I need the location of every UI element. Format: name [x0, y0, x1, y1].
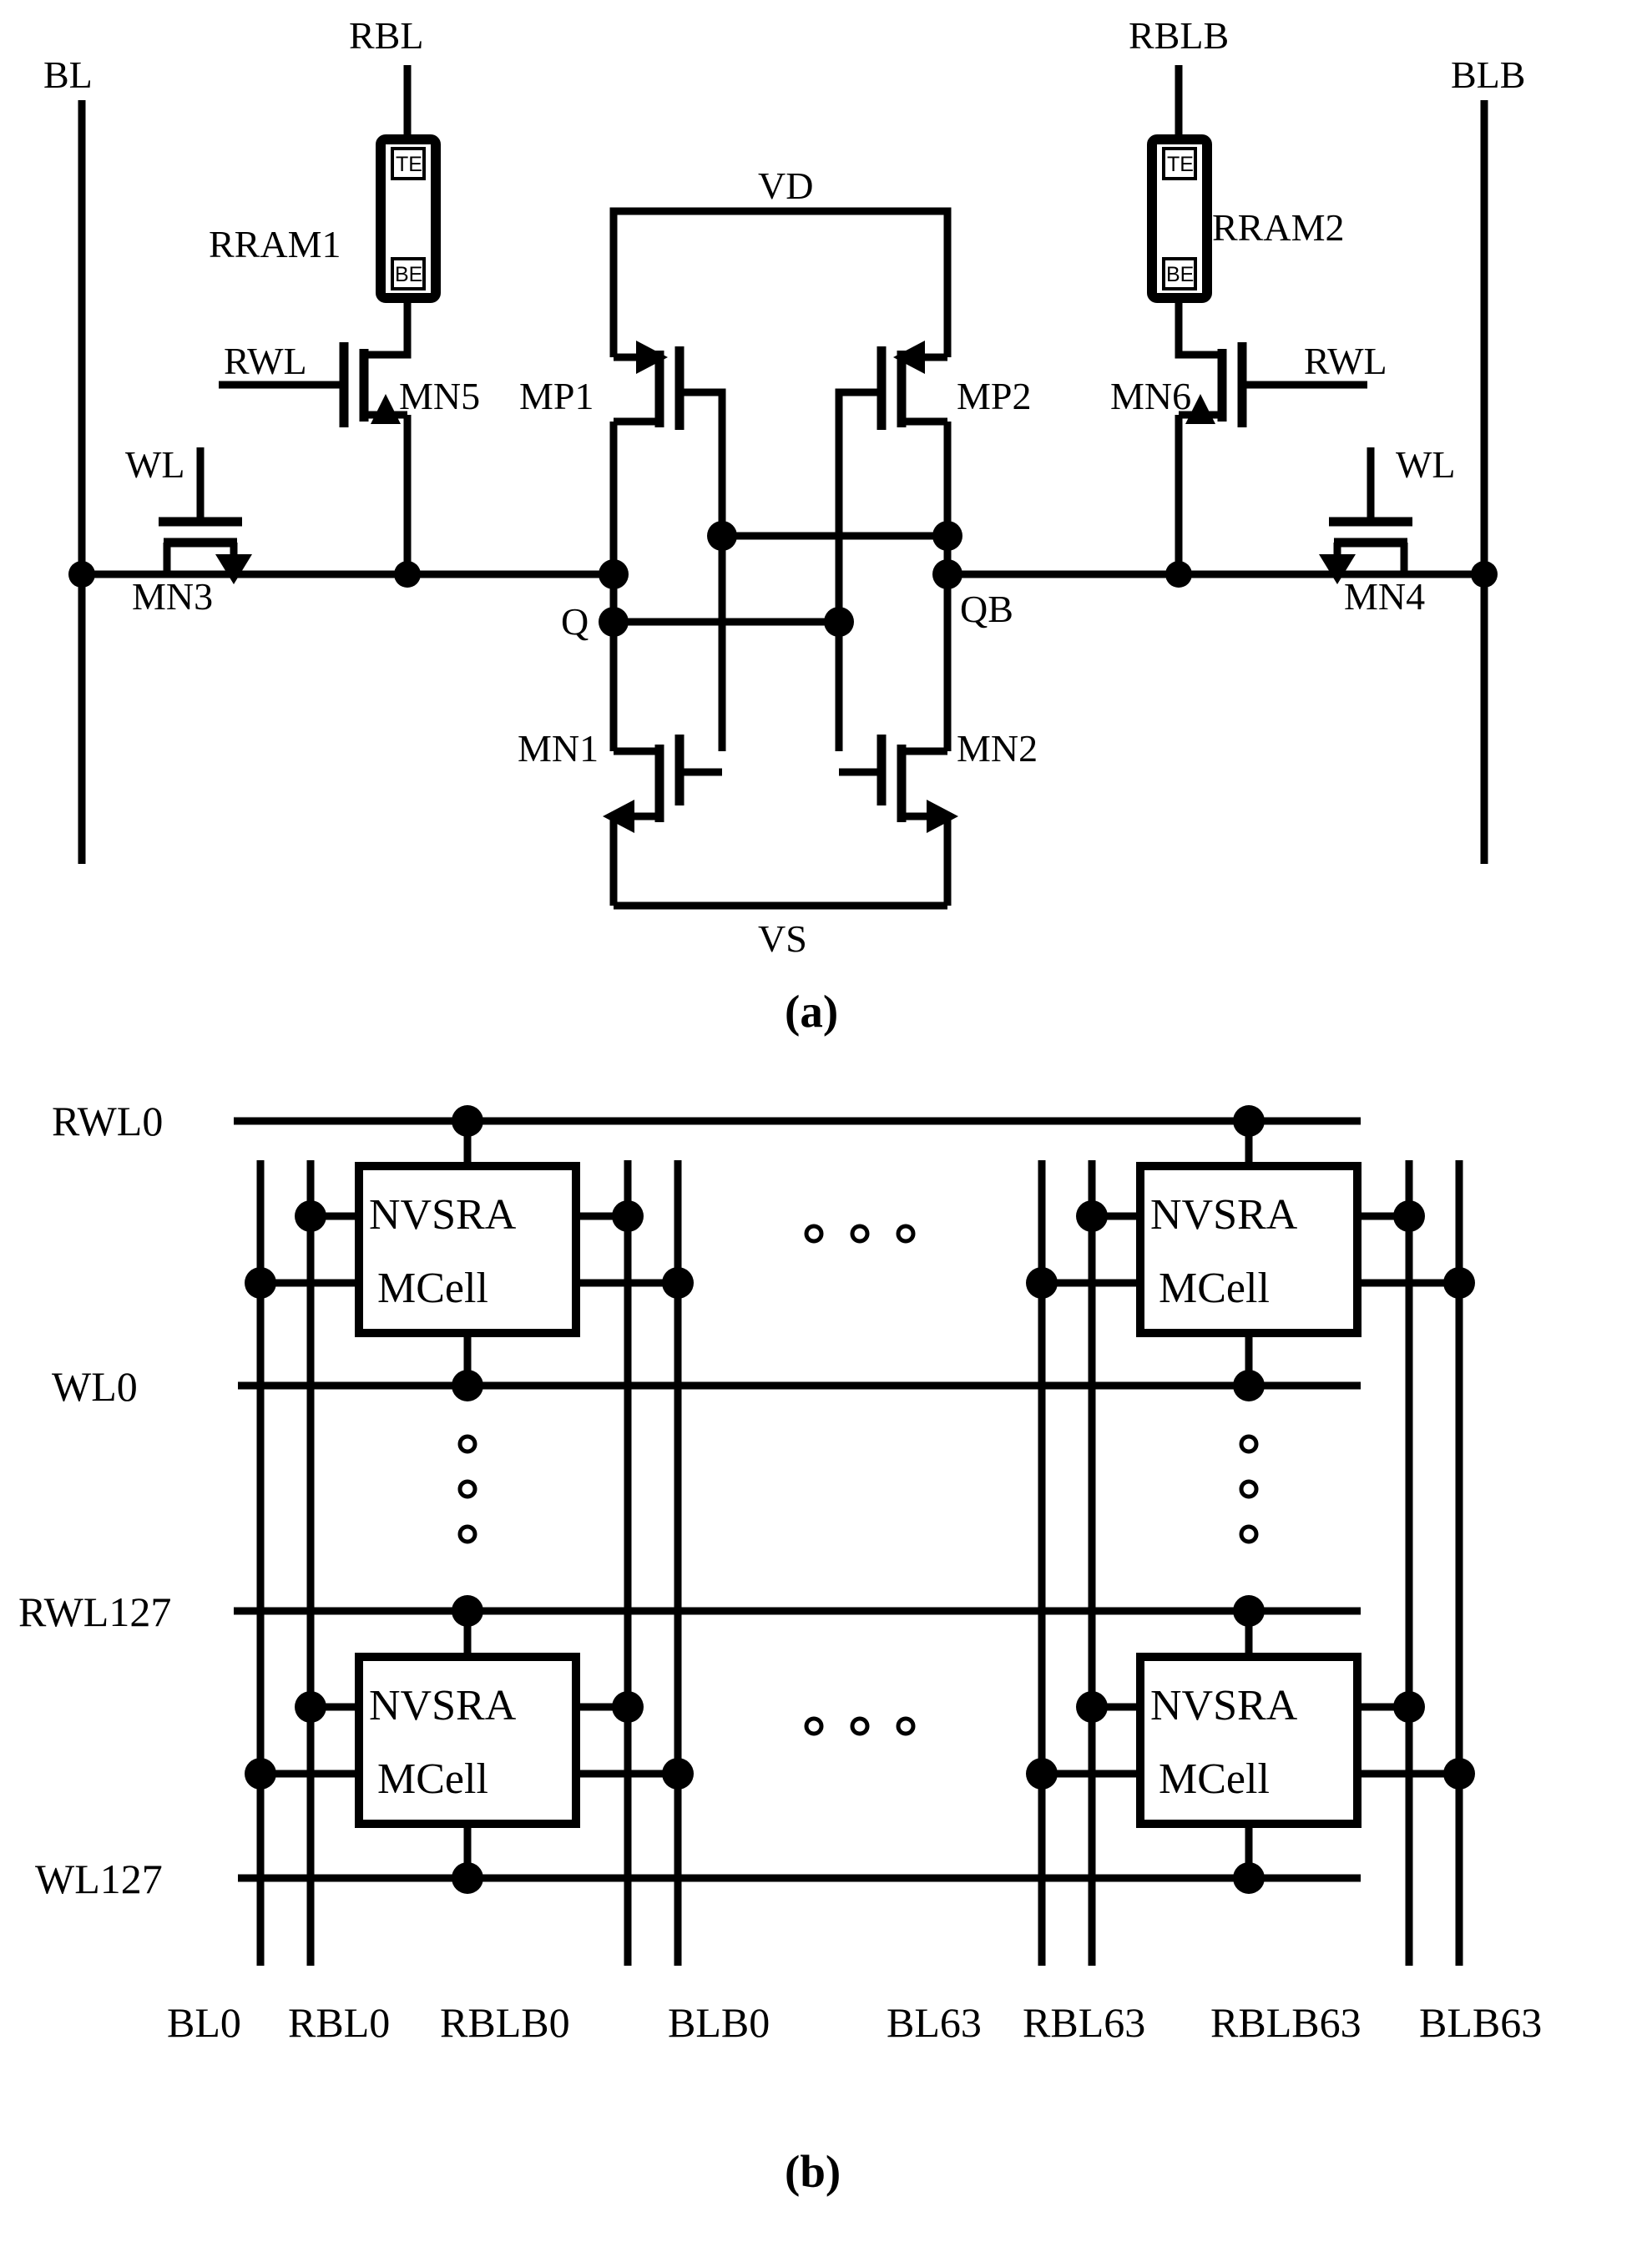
cell-r127c63-rbl-node: [1076, 1691, 1108, 1723]
mp2-gate-lead-wire: [835, 388, 882, 622]
mn1-label: MN1: [518, 727, 599, 770]
vs-label: VS: [758, 917, 807, 960]
mp1-label: MP1: [519, 375, 594, 417]
cell-r127c0-rblb-node: [612, 1691, 644, 1723]
cell-r0c63-rbl-node: [1076, 1200, 1108, 1232]
rram2-to-mn6-wire: [1175, 298, 1225, 359]
panel-a-caption: (a): [785, 986, 838, 1037]
rblb-label-2: RBLB: [1129, 14, 1229, 57]
cell-r127c0-rbl-node: [295, 1691, 326, 1723]
rbl-label: RBL: [349, 14, 423, 57]
cell-r0c63-label-line2: MCell: [1159, 1265, 1270, 1312]
rwl-left-label: RWL: [224, 340, 307, 382]
cell-r127c63-wl-node: [1233, 1862, 1265, 1894]
rram1-te-label: TE: [396, 153, 422, 176]
mn4-label: MN4: [1344, 575, 1425, 618]
rblb0-label: RBLB0: [440, 1999, 570, 2046]
cell-r127c63-rwl-node: [1233, 1595, 1265, 1627]
mn6-label: MN6: [1110, 375, 1191, 417]
mn3-label: MN3: [132, 575, 213, 618]
blb63-label: BLB63: [1419, 1999, 1542, 2046]
bl0-label: BL0: [167, 1999, 241, 2046]
rram1-to-mn5-wire: [361, 298, 412, 359]
col0-vertical-ellipsis: [457, 1434, 477, 1544]
cell-r0c0-label-line1: NVSRA: [369, 1191, 517, 1239]
cell-r0c0-rwl-node: [452, 1105, 483, 1137]
mn6-arrow-head: [1185, 394, 1215, 424]
mn4-arrow-head: [1319, 554, 1356, 584]
vd-label: VD: [758, 164, 813, 207]
cell-r0c63-wl-node: [1233, 1370, 1265, 1401]
cell-r127c0-label-line1: NVSRA: [369, 1682, 517, 1729]
rram2-be-box: [1162, 257, 1197, 290]
rwl127-label: RWL127: [18, 1588, 171, 1635]
mn3-arrow-head: [215, 554, 252, 584]
panel-a-schematic: BL BLB RBL TE BE RRAM1 RWL MN5: [43, 14, 1525, 1037]
cell-r127c0-bl-node: [245, 1758, 276, 1790]
mp2-label: MP2: [957, 375, 1031, 417]
col63-vertical-ellipsis: [1239, 1434, 1259, 1544]
bl-left-label: BL: [43, 53, 93, 96]
vd-rail-wire: [609, 207, 952, 255]
mn1-arrow-head: [603, 800, 634, 833]
mn5-label: MN5: [399, 375, 480, 417]
cell-r127c63-label-line2: MCell: [1159, 1755, 1270, 1803]
mn2-arrow-head: [927, 800, 958, 833]
bl63-label: BL63: [887, 1999, 982, 2046]
mp1-arrow-head: [636, 341, 668, 374]
rram1-be-label: BE: [395, 263, 422, 286]
row0-horizontal-ellipsis: [804, 1224, 916, 1244]
cell-r0c0-wl-node: [452, 1370, 483, 1401]
rram1-name-label: RRAM1: [209, 223, 341, 265]
mn2-label: MN2: [957, 727, 1038, 770]
wl127-label: WL127: [35, 1856, 163, 1902]
rblb63-label: RBLB63: [1210, 1999, 1362, 2046]
rram2-te-box: [1162, 147, 1197, 180]
wl0-label: WL0: [52, 1363, 138, 1410]
wl-right-label: WL: [1396, 443, 1456, 486]
cell-r127c63-rblb-node: [1393, 1691, 1425, 1723]
mp1-gate-lead-wire: [679, 388, 726, 574]
wl-left-label: WL: [125, 443, 185, 486]
cell-r127c63-bl-node: [1026, 1758, 1058, 1790]
bl-right-label: BLB: [1451, 53, 1525, 96]
rbl0-label: RBL0: [288, 1999, 390, 2046]
cell-r127c0-label-line2: MCell: [377, 1755, 488, 1803]
panel-b-caption: (b): [785, 2146, 841, 2197]
cell-r0c0-rblb-node: [612, 1200, 644, 1232]
cell-r127c0-wl-node: [452, 1862, 483, 1894]
cell-r0c63-rblb-node: [1393, 1200, 1425, 1232]
rram2-te-label: TE: [1167, 153, 1194, 176]
panel-b-array: RWL0 WL0 RWL127 WL127 NVSRA MCell: [18, 1098, 1542, 2197]
cell-r127c0-rwl-node: [452, 1595, 483, 1627]
cell-r0c0-label-line2: MCell: [377, 1265, 488, 1312]
cell-r0c63-blb-node: [1443, 1267, 1475, 1299]
q-label: Q: [561, 600, 589, 643]
rram1-be-box: [391, 257, 426, 290]
rram1-te-box: [391, 147, 426, 180]
rbl63-label: RBL63: [1023, 1999, 1145, 2046]
cell-r0c63-label-line1: NVSRA: [1150, 1191, 1298, 1239]
cell-r0c0-bl-node: [245, 1267, 276, 1299]
cell-r0c63-rwl-node: [1233, 1105, 1265, 1137]
cell-r127c63-blb-node: [1443, 1758, 1475, 1790]
cell-r0c0-rbl-node: [295, 1200, 326, 1232]
row127-horizontal-ellipsis: [804, 1716, 916, 1736]
rwl-right-label: RWL: [1304, 340, 1387, 382]
mp2-arrow-head: [893, 341, 925, 374]
cell-r127c63-label-line1: NVSRA: [1150, 1682, 1298, 1729]
qb-label: QB: [960, 588, 1013, 630]
rram2-name-label: RRAM2: [1212, 206, 1344, 249]
cell-r0c0-blb-node: [662, 1267, 694, 1299]
rwl0-label: RWL0: [52, 1098, 163, 1144]
mn5-arrow-head: [371, 394, 401, 424]
cell-r0c63-bl-node: [1026, 1267, 1058, 1299]
cross-upper-right-node: [932, 521, 962, 551]
rram2-be-label: BE: [1166, 263, 1194, 286]
blb0-label: BLB0: [668, 1999, 770, 2046]
cell-r127c0-blb-node: [662, 1758, 694, 1790]
